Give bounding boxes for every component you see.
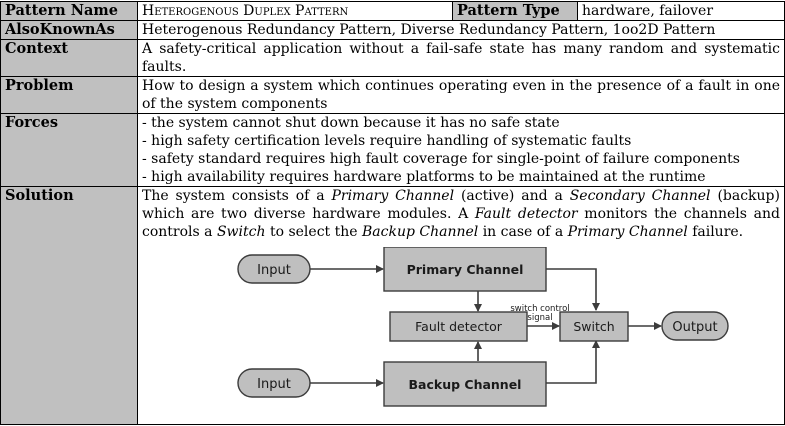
fault-detector-box (389, 311, 528, 342)
switch-label: Switch (573, 319, 614, 334)
input-bottom-node (237, 368, 311, 398)
pattern-name-value: Heterogenous Duplex Pattern (137, 1, 453, 21)
input-bottom-label: Input (257, 377, 291, 392)
architecture-diagram: Input Primary Channel Fault detector swi… (237, 247, 729, 407)
solution-text-run: monitors the channels and controls a (142, 206, 780, 240)
output-label: Output (672, 320, 717, 335)
solution-text-run: in case of a (478, 224, 568, 240)
header-row: Pattern Name Heterogenous Duplex Pattern… (0, 1, 785, 21)
primary-channel-label: Primary Channel (407, 262, 524, 277)
input-top-node (237, 254, 311, 284)
solution-row: Solution The system consists of a Primar… (0, 186, 785, 425)
forces-item: - high safety certification levels requi… (142, 133, 632, 149)
pattern-type-label: Pattern Type (452, 1, 578, 21)
solution-label: Solution (0, 186, 138, 425)
forces-label: Forces (0, 113, 138, 187)
solution-term: Switch (216, 224, 266, 240)
input-top-label: Input (257, 263, 291, 278)
backup-channel-box (383, 361, 547, 407)
solution-term: Primary Channel (567, 224, 688, 240)
solution-text: The system consists of a Primary Channel… (142, 187, 780, 241)
problem-label: Problem (0, 76, 138, 114)
aka-label: AlsoKnownAs (0, 20, 138, 40)
pattern-name-label: Pattern Name (0, 1, 138, 21)
pattern-type-value: hardware, failover (577, 1, 785, 21)
forces-item: - the system cannot shut down because it… (142, 115, 560, 131)
forces-item: - high availability requires hardware pl… (142, 169, 706, 185)
solution-text-run: to select the (265, 224, 362, 240)
arrow-primary-to-switch (546, 268, 600, 311)
solution-text-run: failure. (687, 224, 744, 240)
solution-term: Primary Channel (331, 188, 455, 204)
solution-term: Secondary Channel (569, 188, 711, 204)
solution-text-run: The system consists of a (142, 188, 332, 204)
problem-value: How to design a system which continues o… (137, 76, 785, 114)
context-label: Context (0, 39, 138, 77)
connector-lines (310, 265, 662, 387)
forces-list: - the system cannot shut down because it… (137, 113, 785, 187)
backup-channel-label: Backup Channel (409, 377, 522, 392)
aka-value: Heterogenous Redundancy Pattern, Diverse… (137, 20, 785, 40)
forces-item: - safety standard requires high fault co… (142, 151, 740, 167)
fault-detector-label: Fault detector (415, 319, 503, 334)
context-value: A safety-critical application without a … (137, 39, 785, 77)
switch-control-label: switch control (510, 304, 569, 314)
problem-row: Problem How to design a system which con… (0, 76, 785, 114)
switch-box (559, 311, 629, 342)
solution-cell: The system consists of a Primary Channel… (137, 186, 785, 425)
output-node (661, 311, 729, 341)
aka-row: AlsoKnownAs Heterogenous Redundancy Patt… (0, 20, 785, 40)
solution-text-run: (active) and a (454, 188, 570, 204)
switch-control-label: signal (527, 313, 552, 323)
solution-term: Fault detector (474, 206, 578, 222)
forces-row: Forces - the system cannot shut down bec… (0, 113, 785, 187)
solution-term: Backup Channel (361, 224, 479, 240)
primary-channel-box (383, 247, 547, 292)
arrow-backup-to-switch (546, 340, 600, 384)
context-row: Context A safety-critical application wi… (0, 39, 785, 77)
solution-text-run: (backup) which are two diverse hardware … (142, 188, 780, 222)
